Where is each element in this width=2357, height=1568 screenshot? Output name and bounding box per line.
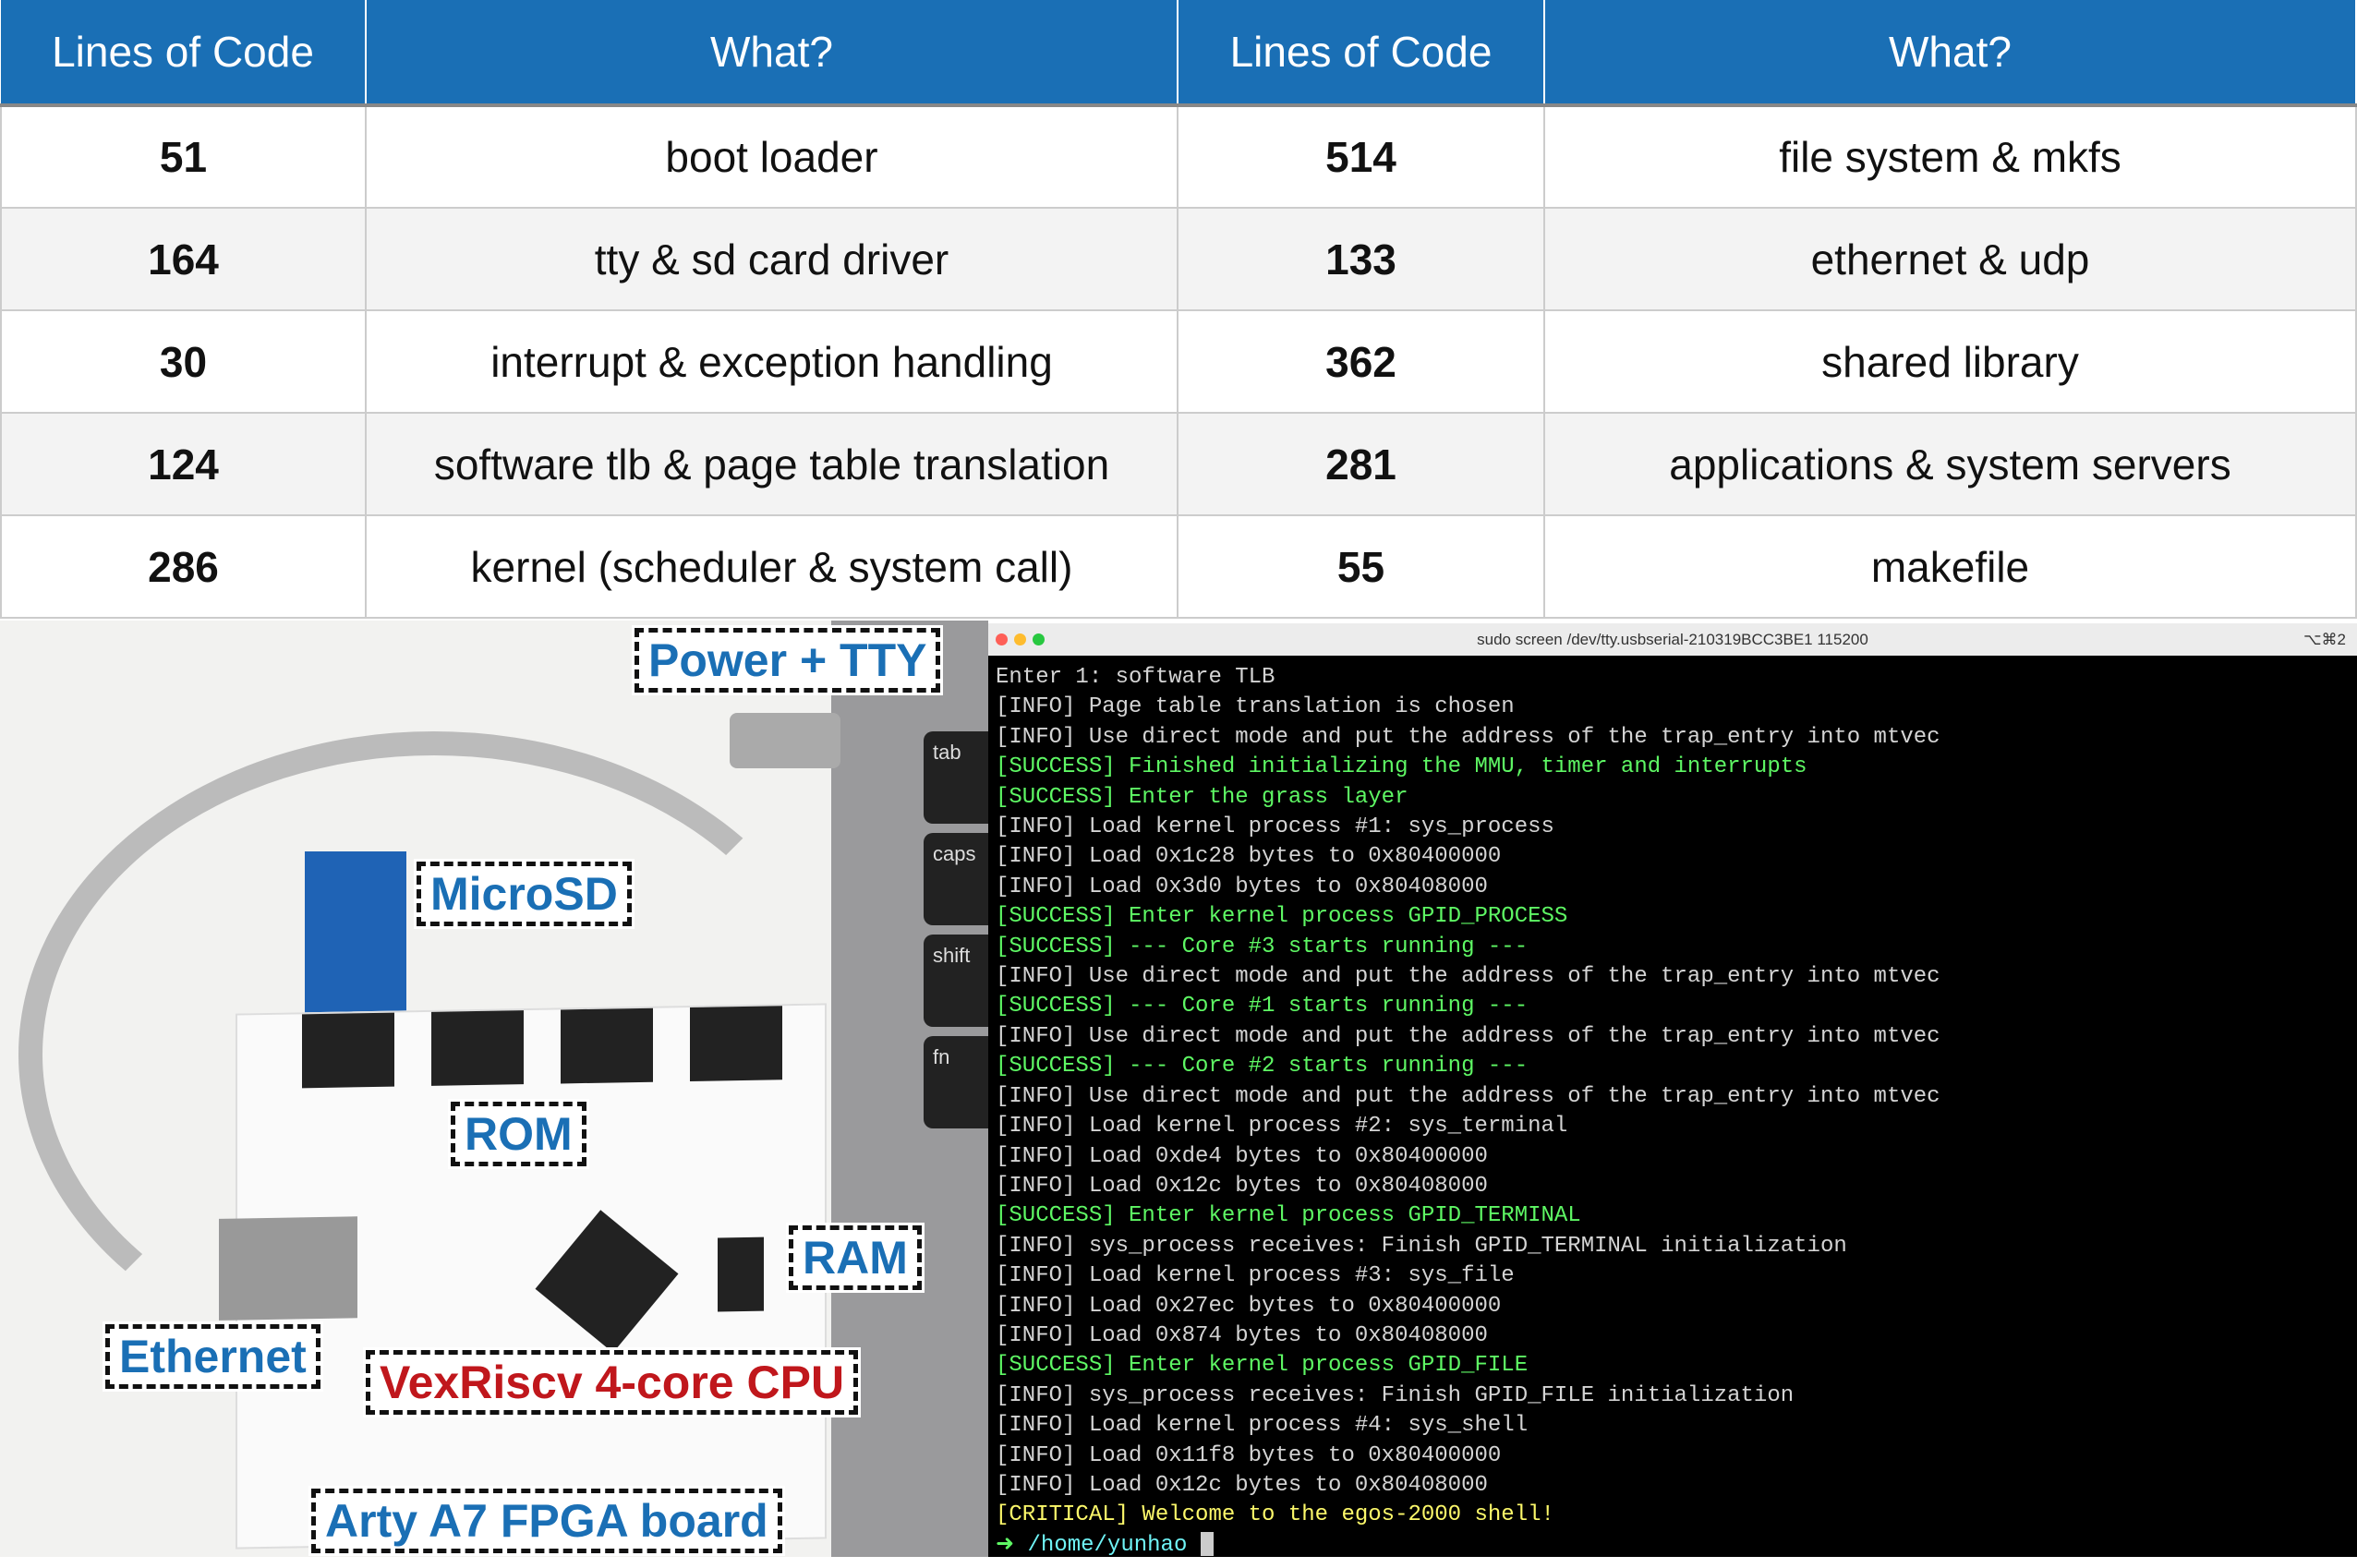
terminal-line: [INFO] Load 0xde4 bytes to 0x80400000: [996, 1143, 1488, 1169]
loc-cell: 51: [0, 104, 367, 209]
terminal-line: [INFO] Load 0x3d0 bytes to 0x80408000: [996, 874, 1488, 899]
loc-cell: 55: [1177, 514, 1545, 619]
terminal-line: [SUCCESS] Enter kernel process GPID_PROC…: [996, 904, 1568, 930]
terminal-window[interactable]: sudo screen /dev/tty.usbserial-210319BCC…: [988, 623, 2357, 1558]
terminal-line: [INFO] Load kernel process #2: sys_termi…: [996, 1114, 1568, 1140]
description-cell: file system & mkfs: [1543, 104, 2357, 209]
label-microsd: MicroSD: [414, 859, 635, 929]
prompt-path: /home/yunhao: [1027, 1532, 1188, 1558]
shell-prompt[interactable]: ➜ /home/yunhao: [996, 1531, 2350, 1561]
description-cell: applications & system servers: [1543, 412, 2357, 516]
arty-board: [219, 1003, 827, 1550]
key-tab: tab: [924, 731, 988, 824]
description-cell: software tlb & page table translation: [365, 412, 1178, 516]
key-fn: fn: [924, 1036, 988, 1128]
terminal-line: [SUCCESS] --- Core #1 starts running ---: [996, 994, 1529, 1019]
header-loc: Lines of Code: [1178, 0, 1545, 107]
close-button[interactable]: [996, 633, 1008, 645]
description-cell: kernel (scheduler & system call): [365, 514, 1178, 619]
terminal-line: [CRITICAL] Welcome to the egos-2000 shel…: [996, 1502, 1554, 1528]
terminal-line: [INFO] Use direct mode and put the addre…: [996, 724, 1940, 750]
terminal-line: [SUCCESS] Finished initializing the MMU,…: [996, 754, 1807, 780]
cursor: [1200, 1532, 1214, 1557]
label-ethernet: Ethernet: [103, 1321, 323, 1392]
terminal-line: [INFO] Load kernel process #4: sys_shell: [996, 1413, 1529, 1439]
loc-cell: 164: [0, 207, 367, 311]
key-caps: caps: [924, 833, 988, 925]
minimize-button[interactable]: [1014, 633, 1026, 645]
loc-cell: 281: [1177, 412, 1545, 516]
terminal-output: Enter 1: software TLB [INFO] Page table t…: [988, 656, 2357, 1568]
loc-cell: 286: [0, 514, 367, 619]
terminal-line: [SUCCESS] --- Core #3 starts running ---: [996, 934, 1529, 959]
terminal-line: [INFO] Use direct mode and put the addre…: [996, 1083, 1940, 1109]
fpga-board-photo: tab caps shift fn Power + TTY MicroSD RO…: [0, 621, 988, 1557]
label-ram: RAM: [786, 1223, 925, 1293]
header-loc: Lines of Code: [1, 0, 367, 107]
loc-cell: 124: [0, 412, 367, 516]
terminal-line: [INFO] Page table translation is chosen: [996, 694, 1515, 720]
description-cell: tty & sd card driver: [365, 207, 1178, 311]
microsd-pmod: [305, 851, 406, 1036]
terminal-line: [INFO] Load kernel process #3: sys_file: [996, 1263, 1515, 1289]
loc-cell: 30: [0, 309, 367, 414]
terminal-line: [INFO] Load kernel process #1: sys_proce…: [996, 814, 1554, 840]
lines-of-code-table: Lines of Code What? Lines of Code What? …: [0, 0, 2357, 619]
header-what: What?: [1544, 0, 2357, 107]
zoom-button[interactable]: [1033, 633, 1045, 645]
terminal-line: [INFO] sys_process receives: Finish GPID…: [996, 1233, 1847, 1259]
description-cell: ethernet & udp: [1543, 207, 2357, 311]
terminal-title-bar[interactable]: sudo screen /dev/tty.usbserial-210319BCC…: [988, 623, 2357, 656]
terminal-line: [INFO] Load 0x12c bytes to 0x80408000: [996, 1472, 1488, 1498]
label-rom: ROM: [448, 1099, 589, 1169]
prompt-arrow-icon: ➜: [996, 1532, 1015, 1558]
label-board: Arty A7 FPGA board: [308, 1486, 785, 1556]
terminal-line: [INFO] Load 0x874 bytes to 0x80408000: [996, 1322, 1488, 1348]
terminal-line: Enter 1: software TLB: [996, 665, 1275, 690]
terminal-line: [SUCCESS] Enter the grass layer: [996, 784, 1408, 810]
terminal-line: [INFO] Load 0x12c bytes to 0x80408000: [996, 1173, 1488, 1199]
description-cell: boot loader: [365, 104, 1178, 209]
description-cell: makefile: [1543, 514, 2357, 619]
window-shortcut: ⌥⌘2: [2303, 631, 2346, 648]
terminal-line: [INFO] Load 0x1c28 bytes to 0x80400000: [996, 844, 1502, 870]
terminal-line: [SUCCESS] Enter kernel process GPID_FILE: [996, 1353, 1529, 1379]
loc-cell: 514: [1177, 104, 1545, 209]
terminal-line: [INFO] sys_process receives: Finish GPID…: [996, 1382, 1795, 1408]
terminal-line: [INFO] Load 0x27ec bytes to 0x80400000: [996, 1293, 1502, 1319]
loc-cell: 362: [1177, 309, 1545, 414]
label-power-tty: Power + TTY: [631, 625, 944, 695]
header-what: What?: [366, 0, 1178, 107]
terminal-title: sudo screen /dev/tty.usbserial-210319BCC…: [1477, 631, 1868, 648]
terminal-line: [INFO] Use direct mode and put the addre…: [996, 1023, 1940, 1049]
description-cell: shared library: [1543, 309, 2357, 414]
terminal-line: [SUCCESS] --- Core #2 starts running ---: [996, 1054, 1529, 1080]
terminal-line: [INFO] Use direct mode and put the addre…: [996, 964, 1940, 990]
key-shift: shift: [924, 935, 988, 1027]
label-cpu: VexRiscv 4-core CPU: [362, 1347, 862, 1417]
usb-connector: [730, 713, 840, 768]
terminal-line: [SUCCESS] Enter kernel process GPID_TERM…: [996, 1203, 1581, 1229]
description-cell: interrupt & exception handling: [365, 309, 1178, 414]
terminal-line: [INFO] Load 0x11f8 bytes to 0x80400000: [996, 1442, 1502, 1468]
loc-cell: 133: [1177, 207, 1545, 311]
